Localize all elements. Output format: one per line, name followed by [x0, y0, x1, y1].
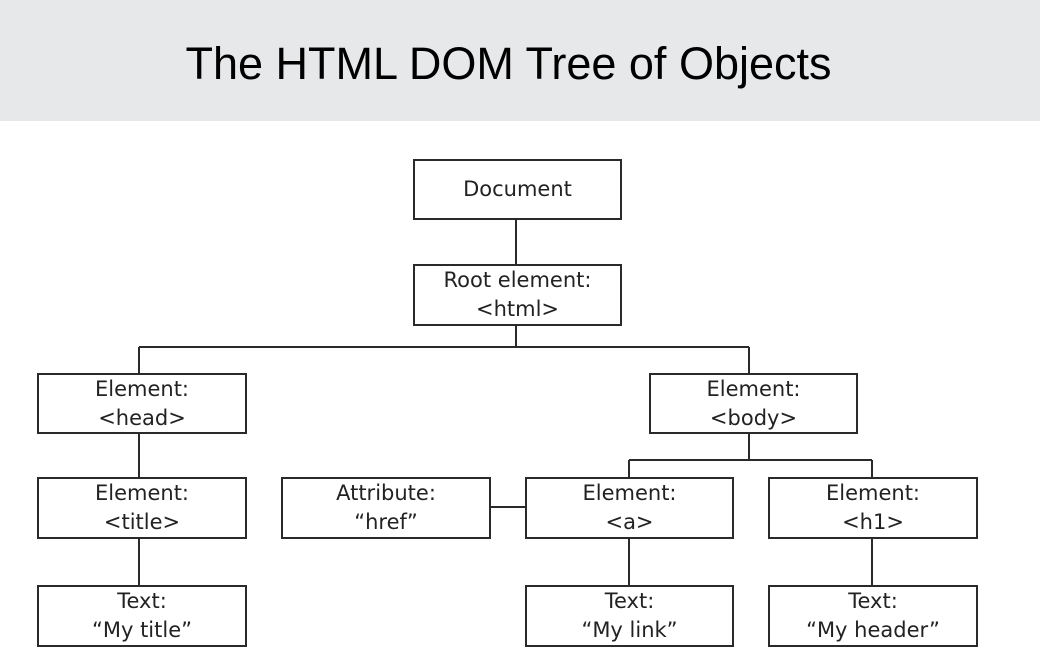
node-head-tag: <head>: [98, 405, 186, 430]
node-title: Element: <title>: [37, 477, 247, 539]
node-body-label: Element:: [706, 376, 801, 401]
node-document: Document: [413, 159, 622, 220]
node-text-title-value: “My title”: [91, 618, 193, 642]
node-text-title-label: Text:: [117, 589, 167, 613]
node-text-link-value: “My link”: [581, 618, 678, 642]
node-body-tag: <body>: [709, 405, 798, 430]
title-banner: The HTML DOM Tree of Objects: [0, 0, 1040, 121]
node-text-header: Text: “My header”: [768, 585, 978, 647]
node-h1: Element: <h1>: [768, 477, 978, 539]
node-root-label: Root element:: [443, 268, 592, 292]
node-h1-tag: <h1>: [842, 510, 904, 534]
node-body: Element: <body>: [649, 373, 858, 434]
node-a: Element: <a>: [525, 477, 734, 539]
node-root-tag: <html>: [475, 297, 560, 321]
node-text-title: Text: “My title”: [37, 585, 247, 647]
node-text-link-label: Text:: [604, 589, 655, 613]
node-document-label: Document: [463, 177, 572, 201]
node-attribute-value: “href”: [354, 510, 418, 534]
node-text-link: Text: “My link”: [525, 585, 734, 647]
node-a-label: Element:: [582, 481, 677, 505]
node-attribute-label: Attribute:: [336, 481, 436, 505]
node-title-tag: <title>: [103, 510, 181, 534]
node-h1-label: Element:: [825, 481, 921, 505]
node-a-tag: <a>: [605, 510, 654, 534]
node-head: Element: <head>: [37, 373, 247, 434]
node-head-label: Element:: [94, 376, 190, 401]
node-title-label: Element:: [94, 481, 190, 505]
page-title: The HTML DOM Tree of Objects: [185, 38, 832, 89]
node-attribute: Attribute: “href”: [281, 477, 491, 539]
node-text-header-label: Text:: [848, 589, 898, 613]
node-text-header-value: “My header”: [806, 618, 940, 642]
node-root-element: Root element: <html>: [413, 264, 622, 326]
